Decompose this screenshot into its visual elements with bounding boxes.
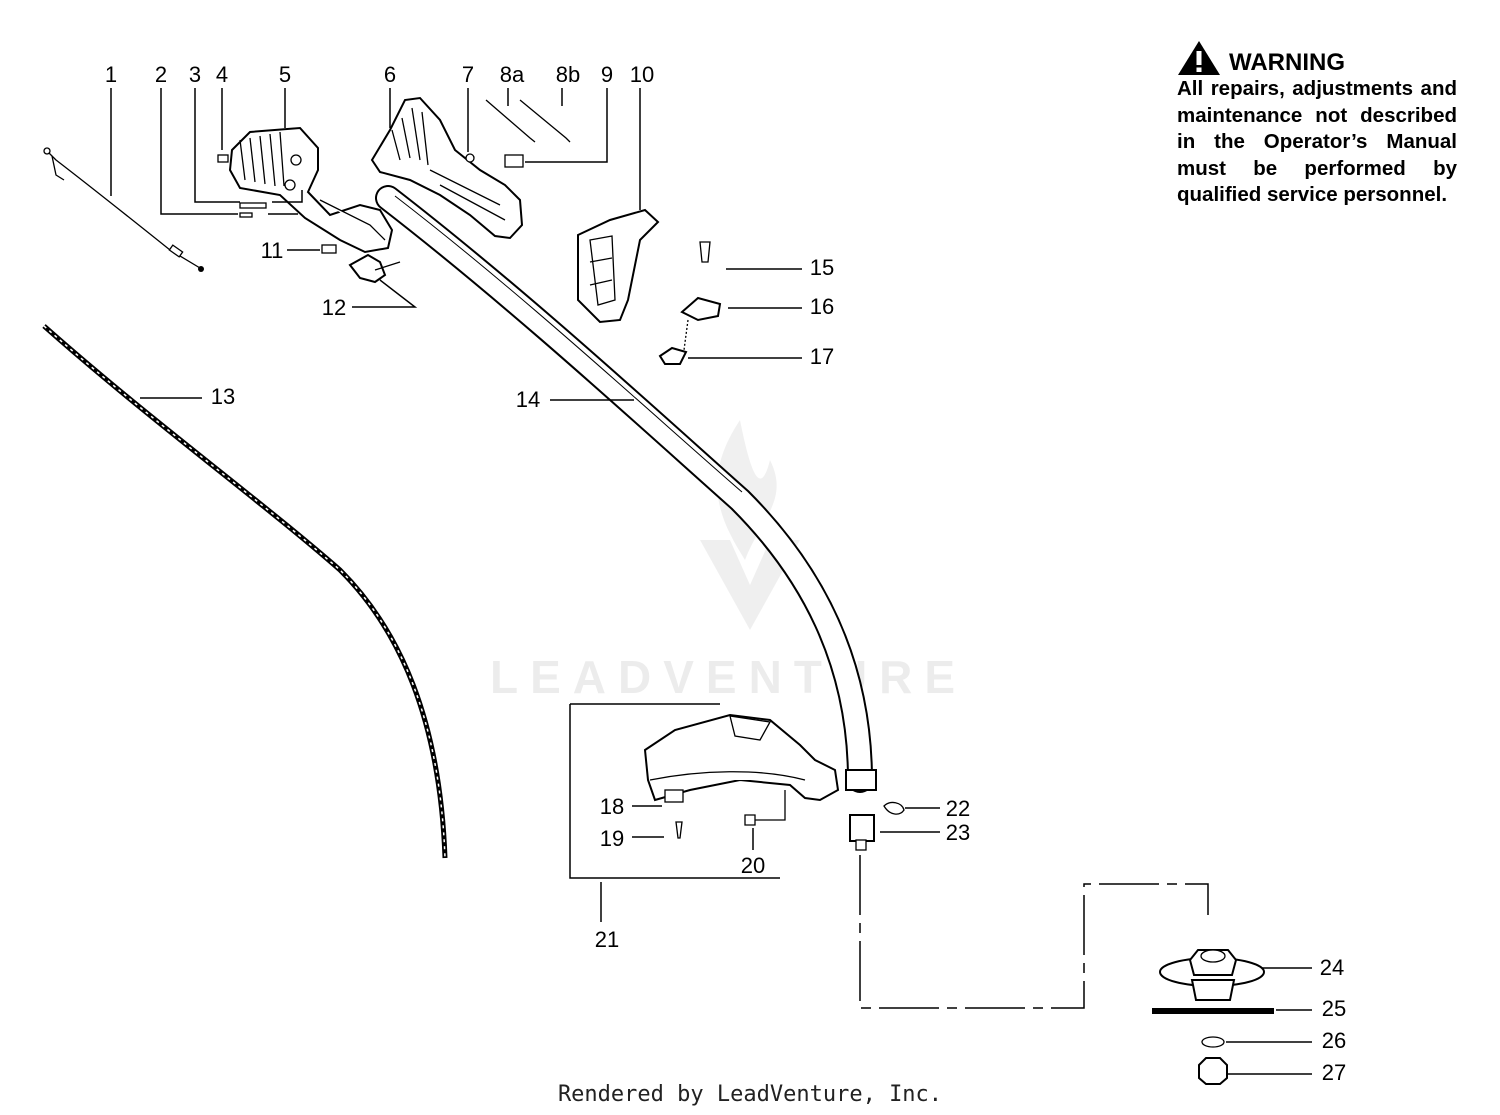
part-27-nut (1198, 1057, 1228, 1085)
callout-17: 17 (810, 344, 834, 369)
footer-credit: Rendered by LeadVenture, Inc. (557, 1082, 943, 1107)
part-25-blade (1152, 1008, 1274, 1014)
part-11-screw (321, 244, 337, 254)
part-16-bracket (680, 296, 722, 322)
callout-3: 3 (189, 62, 201, 87)
callout-8a: 8a (500, 62, 525, 87)
callout-4: 4 (216, 62, 228, 87)
part-21-guard (643, 713, 840, 839)
callout-26: 26 (1322, 1028, 1346, 1053)
callout-2: 2 (155, 62, 167, 87)
part-15-bolt (699, 241, 711, 263)
callout-25: 25 (1322, 996, 1346, 1021)
small-hardware (217, 99, 571, 254)
trimmer-head-parts (1152, 949, 1274, 1085)
callout-6: 6 (384, 62, 396, 87)
handle-hardware (658, 241, 722, 365)
part-12-cable-clip (348, 253, 401, 284)
part-18-clip (664, 789, 684, 803)
callout-10: 10 (630, 62, 654, 87)
warning-triangle-icon (1178, 41, 1220, 75)
callout-14: 14 (516, 387, 540, 412)
callout-24: 24 (1320, 955, 1344, 980)
callout-19: 19 (600, 826, 624, 851)
watermark-text: LEADVENTURE (490, 651, 968, 703)
callout-7: 7 (462, 62, 474, 87)
callout-18: 18 (600, 794, 624, 819)
callout-23: 23 (946, 820, 970, 845)
part-2-screw (239, 212, 253, 218)
part-6-front-housing (370, 96, 524, 240)
part-3-screw (239, 202, 267, 209)
callout-9: 9 (601, 62, 613, 87)
callout-13: 13 (211, 384, 235, 409)
part-9-switch (504, 154, 524, 168)
part-1-throttle-cable (43, 147, 204, 272)
warning-box: WARNING All repairs, adjustments and mai… (1177, 40, 1457, 209)
part-4-screw (217, 154, 229, 163)
part-14-shaft-tube (375, 185, 877, 851)
part-23-housing (849, 814, 875, 842)
callout-11: 11 (261, 238, 284, 263)
part-19-screw (675, 821, 683, 839)
warning-header: WARNING (1177, 40, 1457, 76)
part-20-screw (744, 814, 756, 826)
part-17-nut (658, 346, 688, 365)
shaft-clamp (845, 769, 877, 791)
part-7-nut (465, 153, 475, 163)
part-13-drive-shaft (42, 324, 448, 859)
callouts: 1 2 3 4 5 6 7 8a 8b 9 10 11 12 13 14 15 … (105, 62, 1346, 1085)
callout-5: 5 (279, 62, 291, 87)
part-10-d-handle (577, 208, 660, 324)
part-26-washer (1201, 1036, 1225, 1048)
callout-27: 27 (1322, 1060, 1346, 1085)
callout-16: 16 (810, 294, 834, 319)
part-8a-wire (485, 99, 536, 143)
callout-1: 1 (105, 62, 117, 87)
callout-12: 12 (322, 295, 346, 320)
part-22-clip (883, 801, 905, 815)
callout-21: 21 (595, 927, 619, 952)
leader-lines (110, 88, 1312, 1075)
warning-title: WARNING (1229, 49, 1345, 76)
part-5-rear-handle-housing (228, 126, 394, 254)
warning-text: All repairs, adjustments and maintenance… (1177, 77, 1457, 206)
callout-8b: 8b (556, 62, 580, 87)
callout-15: 15 (810, 255, 834, 280)
callout-20: 20 (741, 853, 765, 878)
part-8b-wire (519, 99, 571, 143)
callout-22: 22 (946, 796, 970, 821)
